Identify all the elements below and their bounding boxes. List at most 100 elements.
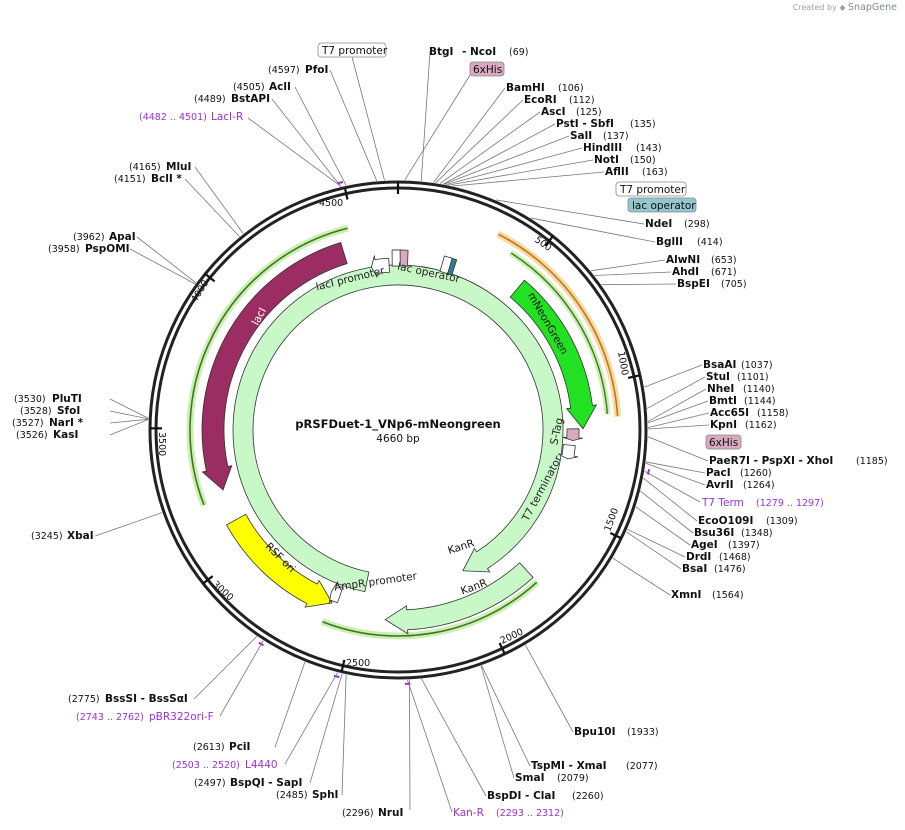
leader-line-8 <box>452 171 605 187</box>
snapgene-credit: Created by ◆ SnapGene <box>793 2 897 13</box>
tick-mark-500 <box>544 235 554 247</box>
leader-line-9 <box>495 199 645 225</box>
primer-laci-r: LacI-R <box>211 111 243 123</box>
leader-line-15 <box>646 376 706 409</box>
site-labels-left: (3245) XbaI (3530) PluTI (3528) SfoI (35… <box>12 64 328 542</box>
leader-line-32 <box>421 678 487 797</box>
primer-kan-r: Kan-R <box>453 807 484 819</box>
site-stui: StuI <box>706 371 730 383</box>
site-bstapi-pos: (4489) <box>194 94 226 105</box>
primer-t7-term: T7 Term <box>701 497 744 509</box>
site-clai-pos: (2260) <box>572 791 604 802</box>
leader-line-24 <box>640 490 694 534</box>
site-acli-pos: (4505) <box>233 82 265 93</box>
site-mlui: MluI <box>166 161 191 173</box>
tag-6xhis-1-box <box>469 61 505 77</box>
leader-line-33 <box>409 679 411 811</box>
leader-line-30 <box>481 665 531 767</box>
leader-line-0 <box>420 51 431 182</box>
leader-line-39 <box>109 398 149 419</box>
site-bspdi: BspDI - ClaI <box>487 790 555 802</box>
leader-line-4 <box>443 123 556 185</box>
site-ndei: NdeI <box>645 218 672 230</box>
primer-laci-r-range: (4482 .. 4501) <box>139 112 207 123</box>
tag-t7-promoter-1-box <box>317 42 387 58</box>
leader-line-17 <box>647 400 709 424</box>
leader-line-31 <box>480 665 515 779</box>
site-bamhi: BamHI <box>506 82 545 94</box>
site-apai: ApaI <box>109 231 136 243</box>
leader-line-14 <box>644 364 703 388</box>
leader-line-54 <box>219 640 264 717</box>
site-xmai-pos: (2077) <box>626 761 658 772</box>
site-bsssi: BssSI - BssSαI <box>105 693 188 705</box>
credit-prefix: Created by <box>792 3 837 12</box>
feature-tags: T7 promoter 6xHis T7 promoter lac operat… <box>317 42 742 450</box>
feature-lac-operator-box-1 <box>391 249 401 267</box>
site-sfoi: SfoI <box>57 405 80 417</box>
site-xhoi-name: XhoI <box>807 455 834 467</box>
primer-t7-term-range: (1279 .. 1297) <box>756 498 824 509</box>
tag-t7-promoter-1: T7 promoter <box>321 45 388 57</box>
leader-line-38 <box>94 512 163 537</box>
site-paci-pos: (1260) <box>740 468 772 479</box>
site-ncoi: - NcoI <box>462 46 496 58</box>
stag-label: S-Tag <box>548 417 565 446</box>
leader-line-28 <box>612 557 671 596</box>
feature-laci-promoter <box>370 255 390 278</box>
site-bmti-pos: (1144) <box>744 396 776 407</box>
site-sphi: SphI <box>312 789 338 801</box>
feature-laci <box>201 242 348 491</box>
feature-ampr-promoter <box>328 581 344 604</box>
leader-line-46 <box>184 178 240 237</box>
tick-2500: 2500 <box>346 658 370 669</box>
leader-line-25 <box>635 506 691 546</box>
primer-l4440: L4440 <box>245 759 278 771</box>
site-sphi-pos: (2485) <box>276 790 308 801</box>
site-psti: PstI - SbfI <box>556 118 614 130</box>
site-bspei-pos: (705) <box>721 279 747 290</box>
site-bspqi-pos: (2497) <box>194 778 226 789</box>
site-dash: - <box>579 118 591 130</box>
leader-line-48 <box>294 86 347 186</box>
site-kpni: KpnI <box>710 419 737 431</box>
site-bstapi: BstAPI <box>231 93 270 105</box>
site-agei: AgeI <box>691 539 718 551</box>
site-clai-name: ClaI <box>533 790 555 802</box>
leader-line-6 <box>445 147 583 186</box>
site-bglii-pos: (414) <box>697 237 723 248</box>
site-paer7i: PaeR7I - PspXI - XhoI <box>709 455 833 467</box>
leader-line-11 <box>590 259 666 272</box>
site-bmti: BmtI <box>709 395 737 407</box>
tick-marks <box>149 182 641 672</box>
leader-line-51 <box>404 74 471 181</box>
orf-arc-orange <box>498 233 619 417</box>
orf-arc-kanr <box>322 581 538 637</box>
site-drdi-pos: (1468) <box>719 552 751 563</box>
feature-t7-terminator <box>558 444 579 460</box>
site-bsssai-name: BssSαI <box>149 693 188 705</box>
tag-6xhis-2-box <box>705 434 742 450</box>
site-dash: - <box>462 46 470 58</box>
site-bspqi-name: BspQI <box>230 777 265 789</box>
site-paci: PacI <box>706 467 731 479</box>
credit-brand: SnapGene <box>848 2 897 13</box>
primer-mark-1 <box>647 469 650 475</box>
leader-line-40 <box>109 410 149 420</box>
primer-mark-2 <box>258 641 265 647</box>
site-nari-pos: (3527) <box>12 418 44 429</box>
site-ecoo109i-pos: (1309) <box>766 516 798 527</box>
leader-lines <box>94 51 710 813</box>
site-sbfi-name: SbfI <box>590 118 614 130</box>
tag-t7-promoter-2-box <box>615 181 687 197</box>
site-ndei-pos: (298) <box>684 219 710 230</box>
feature-stag <box>562 428 583 442</box>
site-hindiii: HindIII <box>583 142 622 154</box>
site-asci: AscI <box>541 106 566 118</box>
tag-lac-operator: lac operator <box>632 200 696 212</box>
site-ecori: EcoRI <box>524 94 557 106</box>
site-pspomi-pos: (3958) <box>48 244 80 255</box>
orf-arc-mng <box>510 252 609 414</box>
site-bspdi-name: BspDI <box>487 790 521 802</box>
leader-line-10 <box>530 217 656 243</box>
